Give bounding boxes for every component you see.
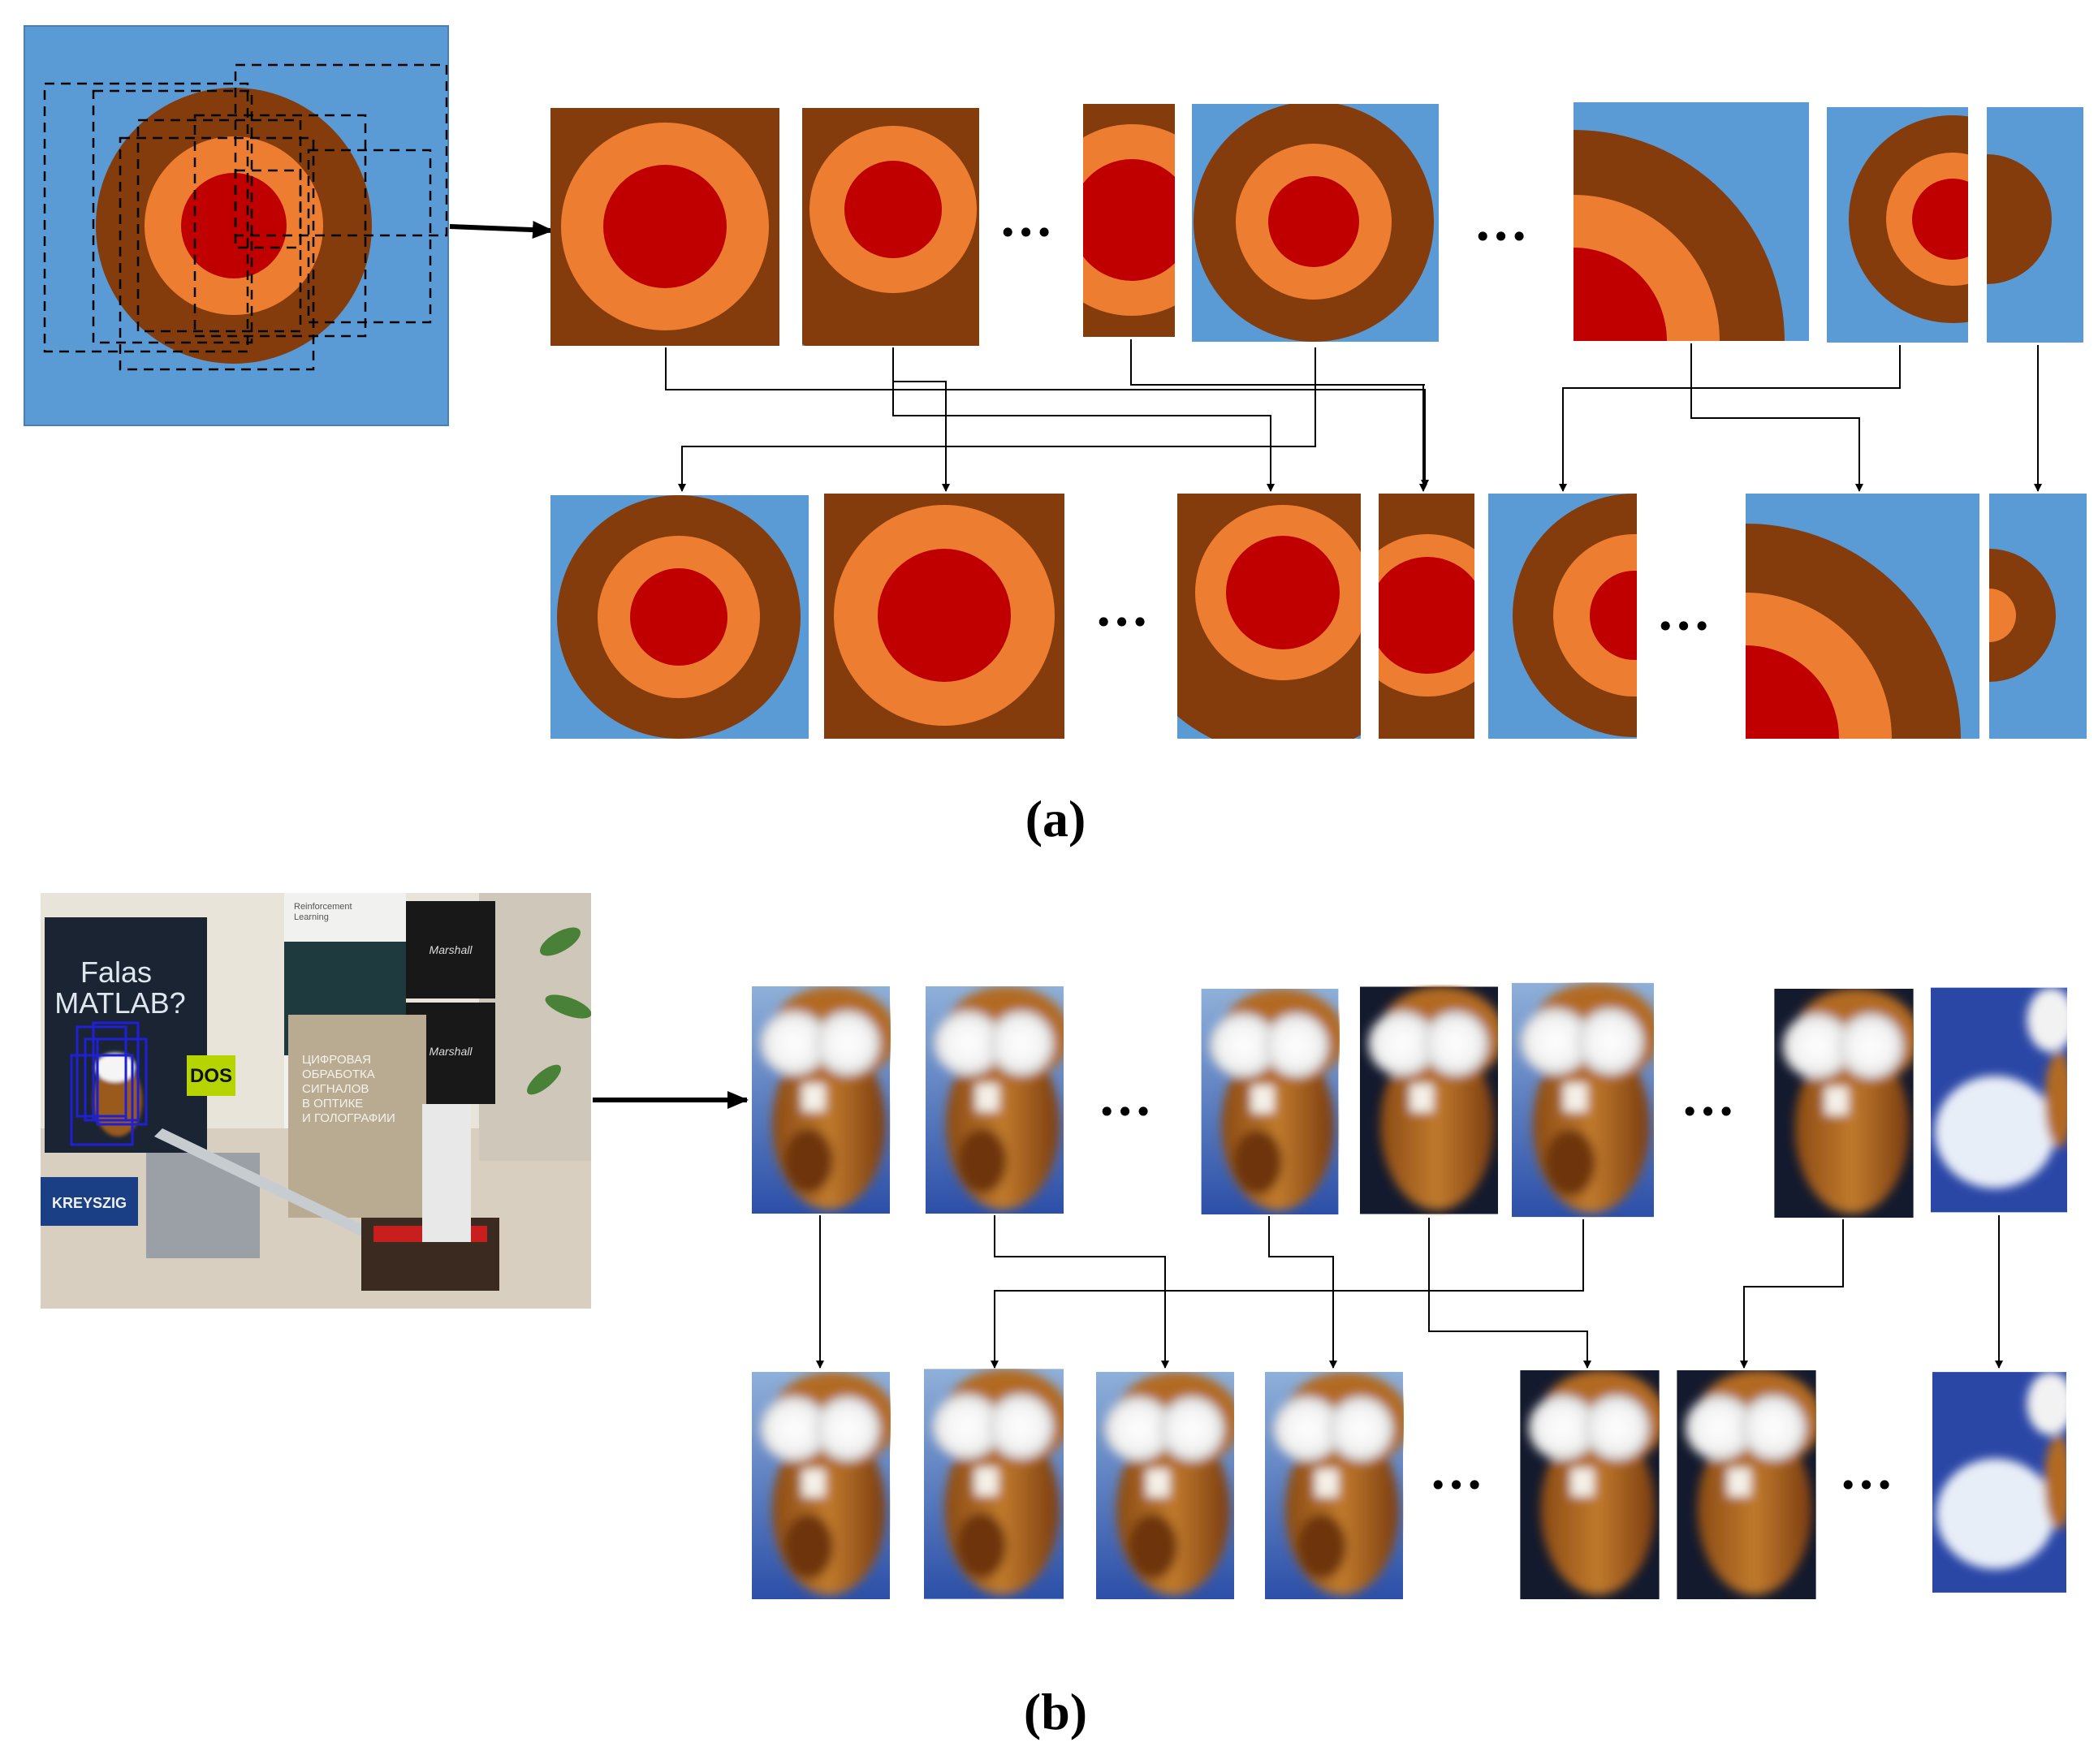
patch-b-7 bbox=[1931, 988, 2075, 1213]
source-image-a bbox=[24, 25, 449, 426]
patch-a-8 bbox=[550, 495, 809, 739]
patch-a-14 bbox=[1989, 494, 2087, 739]
patch-b-1 bbox=[752, 986, 896, 1214]
ellipsis-b-bottom-1: ••• bbox=[1429, 1468, 1483, 1503]
patch-a-9 bbox=[824, 494, 1064, 739]
patch-a-4 bbox=[1192, 104, 1439, 342]
russian-book-title: ЦИФРОВАЯ ОБРАБОТКА СИГНАЛОВ В ОПТИКЕ И Г… bbox=[302, 1053, 395, 1125]
patch-a-7 bbox=[1987, 107, 2083, 343]
patch-a-5 bbox=[1574, 102, 1809, 341]
patch-a-11 bbox=[1379, 494, 1474, 739]
panel-a: ••• ••• bbox=[24, 25, 2087, 847]
sampling-windows bbox=[43, 63, 448, 371]
caption-a: (a) bbox=[1025, 790, 1086, 847]
ellipsis-a-top-2: ••• bbox=[1474, 219, 1528, 255]
patch-a-10 bbox=[1177, 494, 1361, 739]
patch-b-8 bbox=[752, 1372, 896, 1599]
patch-b-2 bbox=[926, 986, 1070, 1214]
patch-b-10 bbox=[1096, 1372, 1241, 1599]
ellipsis-b-top-1: ••• bbox=[1098, 1094, 1152, 1130]
big-arrow-a bbox=[449, 221, 554, 239]
patch-b-12 bbox=[1520, 1370, 1665, 1599]
patch-row-bottom-a bbox=[550, 494, 2087, 739]
patch-b-11 bbox=[1265, 1372, 1409, 1599]
source-image-b: Falas MATLAB? Reinforcement Learning Mar… bbox=[41, 893, 591, 1309]
caption-b: (b) bbox=[1024, 1683, 1087, 1740]
ellipsis-a-bottom-1: ••• bbox=[1094, 605, 1149, 640]
patch-a-1 bbox=[550, 108, 779, 346]
connectors-b bbox=[816, 1215, 2003, 1369]
connectors-a bbox=[665, 339, 2042, 492]
patch-b-9 bbox=[924, 1369, 1070, 1598]
ellipsis-b-top-2: ••• bbox=[1681, 1094, 1735, 1130]
amp-brand-2: Marshall bbox=[430, 1045, 473, 1058]
patch-row-top-b bbox=[752, 983, 2075, 1218]
patch-a-3 bbox=[1083, 104, 1175, 337]
ellipsis-a-bottom-2: ••• bbox=[1656, 609, 1711, 645]
amp-brand-1: Marshall bbox=[430, 943, 473, 956]
patch-b-5 bbox=[1512, 983, 1660, 1217]
patch-a-6 bbox=[1827, 107, 1968, 343]
patch-a-13 bbox=[1746, 494, 1979, 739]
patch-row-top-a bbox=[550, 102, 2083, 346]
patch-b-4 bbox=[1360, 987, 1504, 1214]
rl-book-title: Reinforcement Learning bbox=[294, 902, 355, 922]
patch-a-12 bbox=[1488, 494, 1637, 739]
ellipsis-b-bottom-2: ••• bbox=[1839, 1468, 1893, 1503]
tracking-boxes bbox=[70, 1021, 148, 1146]
patch-b-13 bbox=[1677, 1370, 1822, 1599]
patch-b-14 bbox=[1932, 1372, 2074, 1593]
dos-label: DOS bbox=[190, 1065, 232, 1087]
patch-b-6 bbox=[1774, 989, 1919, 1218]
magazine-title: Falas MATLAB? bbox=[54, 955, 185, 1020]
kreyszig-label: KREYSZIG bbox=[52, 1195, 127, 1211]
ellipsis-a-top-1: ••• bbox=[999, 215, 1053, 251]
patch-a-2 bbox=[802, 108, 979, 346]
patch-b-3 bbox=[1202, 989, 1345, 1214]
panel-b: Falas MATLAB? Reinforcement Learning Mar… bbox=[41, 893, 2075, 1740]
